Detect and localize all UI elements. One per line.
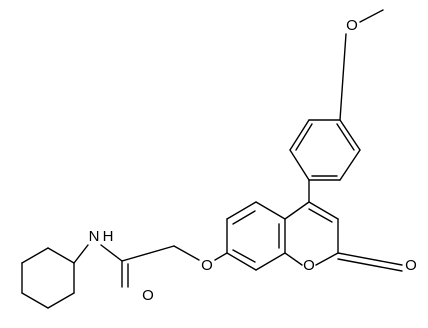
o-methyl-bond: [359, 9, 384, 23]
phenyl-ring-bond: [339, 149, 361, 181]
pyranone-ring-bond: [315, 252, 339, 266]
o-aryl-bond: [214, 252, 228, 261]
benzo-ring-bond: [226, 201, 257, 220]
phenyl-ring-bond: [289, 119, 310, 151]
pyranone-double-bond: [308, 208, 333, 223]
benzo-ring-bond: [255, 252, 286, 271]
benzo-ring-double-bond: [232, 249, 256, 263]
ch2-o-bond: [173, 245, 200, 261]
carbonyl-bond: [337, 252, 403, 266]
phenyl-double-bond: [336, 123, 355, 151]
ether-oxygen-label: O: [201, 257, 213, 274]
phenyl-ring-bond: [289, 149, 310, 181]
lactone-ring-oxygen-label: O: [303, 257, 315, 274]
pyranone-ring-bond: [284, 201, 310, 220]
pyranone-ring-bond: [284, 252, 303, 266]
c-ch2-bond: [121, 245, 175, 262]
amide-hydrogen-label: H: [103, 228, 114, 245]
cyclohexyl-bond: [21, 292, 49, 309]
benzo-ring-double-bond: [232, 210, 256, 225]
carbonyl-second-bond: [337, 258, 403, 272]
carbonyl-oxygen-label: O: [405, 257, 417, 274]
n-c-bond: [100, 244, 123, 262]
bond-layer: [21, 9, 403, 309]
amide-oxygen-label: O: [142, 287, 154, 304]
benzo-ring-bond: [226, 252, 257, 271]
atom-label-layer: N H O O O O O: [89, 17, 417, 304]
benzo-ring-bond: [255, 201, 286, 220]
c-n-bond: [73, 244, 89, 264]
cyclohexyl-bond: [47, 292, 75, 309]
pyranone-ring-bond: [308, 201, 339, 220]
amide-nitrogen-label: N: [89, 228, 100, 245]
phenyl-double-bond: [295, 123, 313, 151]
aryl-o-bond: [339, 33, 347, 121]
phenyl-ring-bond: [339, 119, 361, 151]
cyclohexyl-bond: [21, 247, 49, 264]
cyclohexyl-bond: [47, 247, 75, 264]
methoxy-oxygen-label: O: [346, 17, 358, 34]
